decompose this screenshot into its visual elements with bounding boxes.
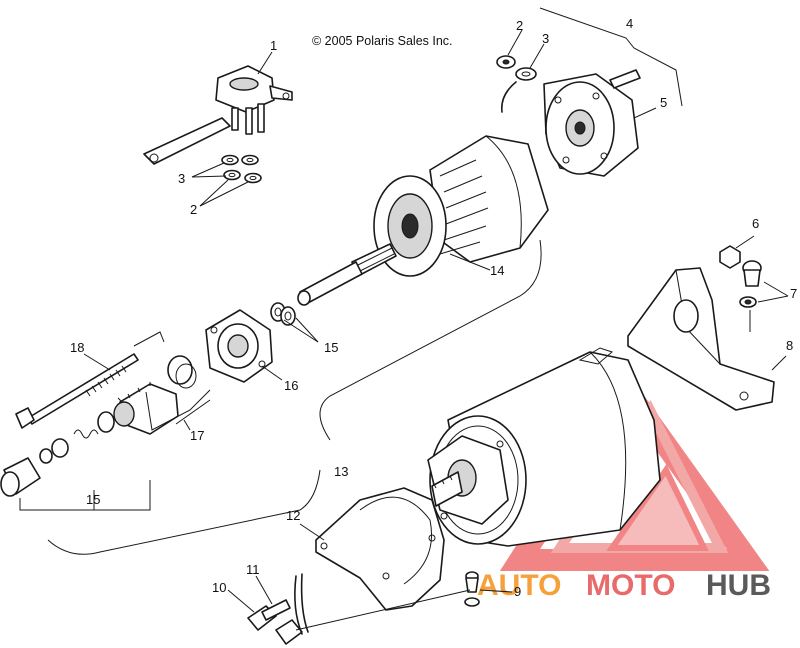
callout-3-top: 3 (542, 31, 549, 46)
washers-mid-group (270, 302, 296, 326)
lower-bracket-part (315, 487, 445, 611)
watermark-text-hub: HUB (706, 569, 771, 602)
callout-18: 18 (70, 340, 84, 355)
end-cover-part (543, 69, 641, 177)
callout-14: 14 (490, 263, 504, 278)
nut-bolt-washer-right (719, 245, 762, 308)
callout-2-left: 2 (190, 202, 197, 217)
watermark-text-moto: MOTO (586, 569, 675, 602)
callout-6: 6 (752, 216, 759, 231)
bolt-11-part (275, 573, 309, 645)
long-bolt-part (15, 353, 139, 429)
drive-pinion-part (113, 382, 179, 435)
callout-15-mid: 15 (324, 340, 338, 355)
callout-16: 16 (284, 378, 298, 393)
nut-washer-top (496, 55, 537, 81)
washers-left-group (221, 154, 262, 184)
copyright-text: © 2005 Polaris Sales Inc. (312, 34, 453, 48)
watermark-text-auto: AUTO (477, 569, 561, 602)
callout-17: 17 (190, 428, 204, 443)
callout-5: 5 (660, 95, 667, 110)
bolt-10-part (247, 599, 291, 631)
callout-15-low: 15 (86, 492, 100, 507)
callout-9: 9 (514, 584, 521, 599)
callout-11: 11 (246, 562, 260, 577)
callout-7: 7 (790, 286, 797, 301)
callout-2-top: 2 (516, 18, 523, 33)
callout-1: 1 (270, 38, 277, 53)
callout-12: 12 (286, 508, 300, 523)
drive-end-plate-part (205, 309, 273, 383)
clutch-ring-part (167, 355, 197, 389)
callout-13: 13 (334, 464, 348, 479)
spring-washer-group (0, 411, 115, 497)
starter-motor-body (427, 347, 661, 547)
callout-10: 10 (212, 580, 226, 595)
callout-4: 4 (626, 16, 633, 31)
callout-3-left: 3 (178, 171, 185, 186)
bolt-9-part (464, 571, 480, 607)
armature-part (297, 135, 549, 306)
mounting-bracket-right (627, 267, 775, 411)
callout-8: 8 (786, 338, 793, 353)
solenoid-relay-part (143, 65, 293, 165)
